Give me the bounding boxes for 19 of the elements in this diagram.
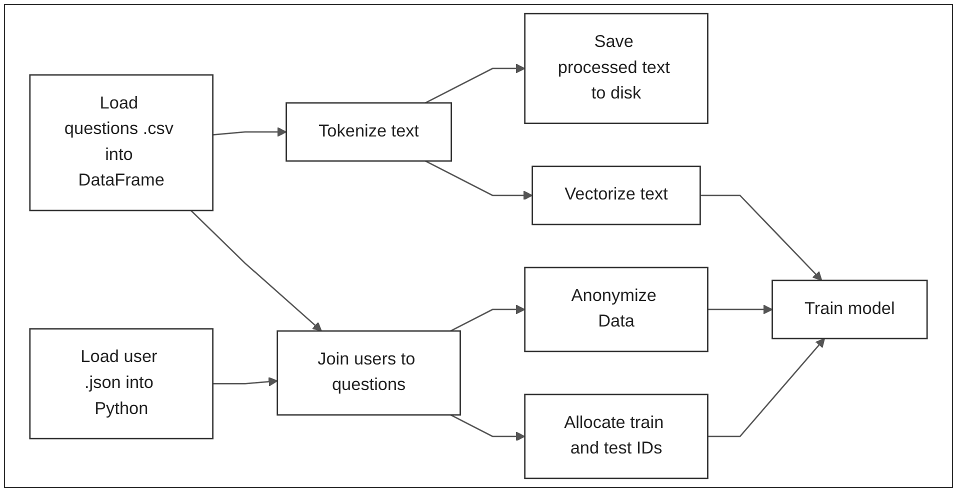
arrow: [708, 304, 773, 314]
node-box: Anonymize Data: [524, 266, 708, 352]
node-box: Load questions .csv into DataFrame: [29, 74, 214, 212]
node-box: Allocate train and test IDs: [524, 394, 708, 480]
node-box: Tokenize text: [286, 102, 452, 162]
arrow: [700, 194, 822, 281]
node-box: Load user .json into Python: [29, 328, 214, 440]
arrow: [450, 304, 526, 332]
arrow: [450, 414, 526, 442]
node-box: Vectorize text: [532, 166, 701, 226]
arrow: [212, 127, 287, 137]
arrow: [708, 338, 826, 438]
node-box: Join users to questions: [276, 330, 461, 416]
node-box: Train model: [772, 280, 928, 340]
arrow: [190, 210, 322, 332]
node-box: Save processed text to disk: [524, 12, 708, 124]
arrow: [425, 64, 526, 104]
arrow: [212, 376, 278, 386]
arrow: [425, 160, 533, 200]
